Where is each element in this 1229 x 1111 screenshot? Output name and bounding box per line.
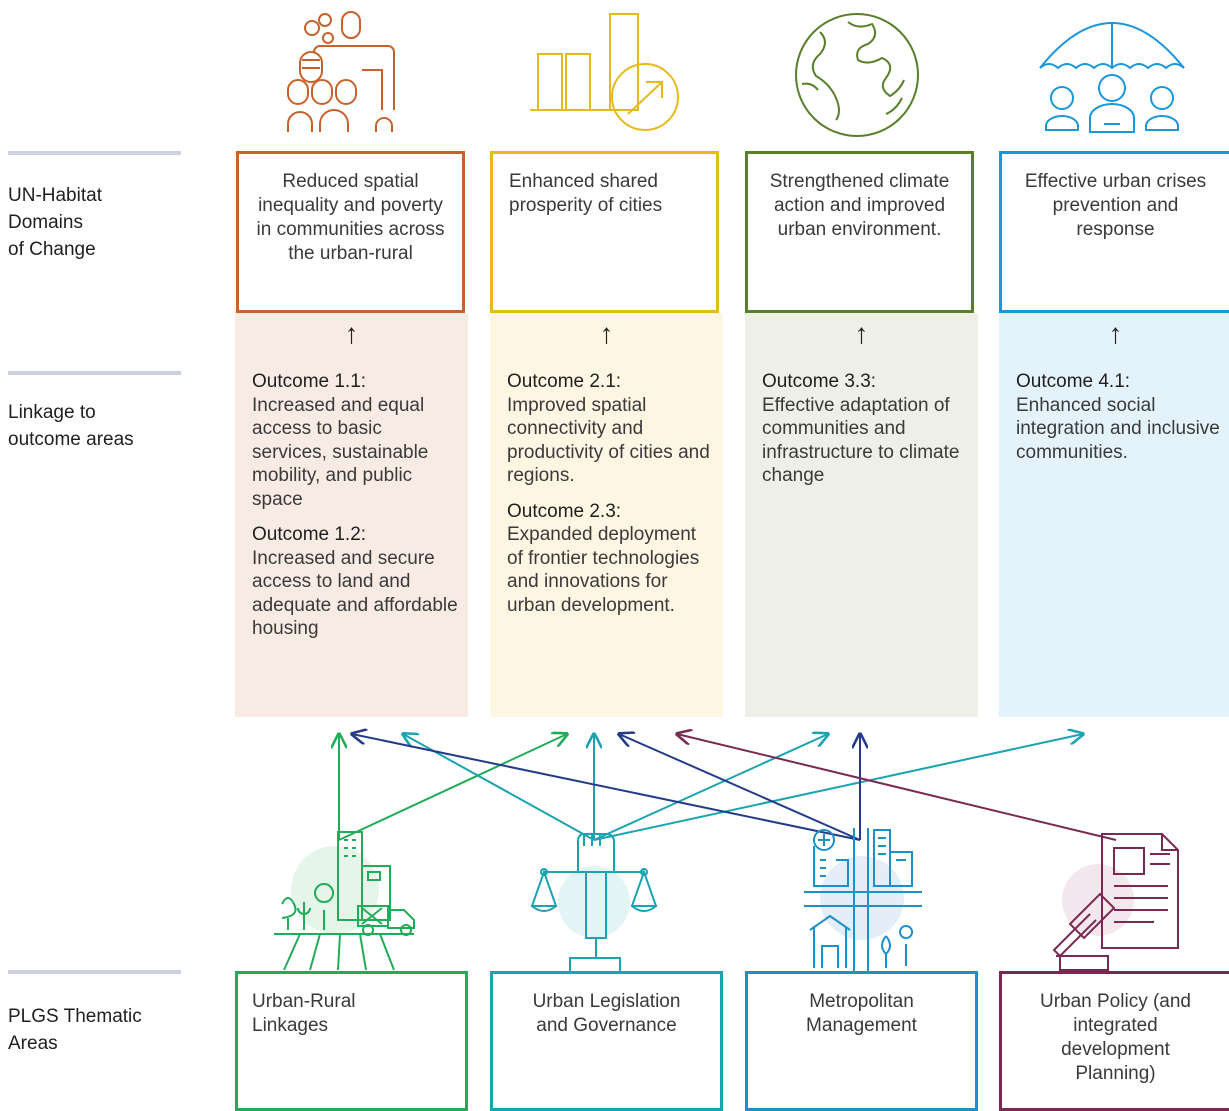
justice-scales-icon: [530, 833, 658, 973]
urban-rural-icon: [274, 831, 415, 971]
outcome-1-2: Outcome 1.2:Increased and secure access …: [252, 524, 458, 639]
policy-gavel-icon: [1052, 833, 1179, 971]
domains-side-label: UN-Habitat Domains of Change: [8, 185, 102, 260]
link-legislation-to-outcome4: [593, 734, 1083, 841]
link-metro-to-outcome2: [619, 734, 861, 841]
outcome-column-1: ↑ Outcome 1.1:Increased and equal access…: [235, 313, 468, 717]
thematic-label: Metropolitan Management: [806, 991, 917, 1036]
growth-chart-icon: [530, 13, 679, 131]
up-arrow-icon: ↑: [854, 318, 869, 349]
thematic-label: Urban Policy (and integrated development…: [1039, 991, 1192, 1084]
linkage-side-label: Linkage to outcome areas: [8, 402, 134, 450]
thematic-urban-policy: Urban Policy (and integrated development…: [999, 971, 1229, 1111]
outcome-2-3: Outcome 2.3:Expanded deployment of front…: [507, 500, 700, 616]
up-arrow-icon: ↑: [599, 318, 614, 349]
outcome-column-4: ↑ Outcome 4.1:Enhanced social integratio…: [999, 313, 1229, 717]
link-metro-to-outcome1: [352, 734, 861, 841]
up-arrow-icon: ↑: [1108, 318, 1123, 349]
outcome-4-1: Outcome 4.1:Enhanced social integration …: [1016, 371, 1220, 463]
outcome-2-1: Outcome 2.1:Improved spatial connectivit…: [507, 371, 710, 486]
link-urban-rural-to-outcome2: [338, 734, 567, 841]
thematic-legislation: Urban Legislation and Governance: [490, 971, 723, 1111]
up-arrow-icon: ↑: [344, 318, 359, 349]
outcome-column-2: ↑ Outcome 2.1:Improved spatial connectiv…: [490, 313, 723, 717]
umbrella-people-icon: [1039, 22, 1185, 133]
domain-box-3: Strengthened climate action and improved…: [745, 151, 974, 313]
divider-domains: [8, 151, 181, 155]
outcome-1-1: Outcome 1.1:Increased and equal access t…: [252, 371, 429, 510]
outcome-column-3: ↑ Outcome 3.3:Effective adaptation of co…: [745, 313, 978, 717]
community-icon: [287, 11, 395, 132]
divider-linkage: [8, 371, 181, 375]
domain-box-1: Reduced spatial inequality and poverty i…: [236, 151, 465, 313]
link-legislation-to-outcome3: [593, 734, 828, 841]
metropolitan-grid-icon: [804, 828, 922, 972]
plgs-side-label: PLGS Thematic Areas: [8, 1006, 142, 1054]
globe-icon: [795, 13, 919, 137]
domain-box-4: Effective urban crises prevention and re…: [999, 151, 1229, 313]
divider-plgs: [8, 970, 181, 974]
link-policy-to-outcome2: [677, 734, 1117, 841]
outcome-3-3: Outcome 3.3:Effective adaptation of comm…: [762, 371, 960, 486]
thematic-label: Urban Legislation and Governance: [532, 991, 681, 1036]
domain-box-2: Enhanced shared prosperity of cities: [490, 151, 719, 313]
thematic-metropolitan: Metropolitan Management: [745, 971, 978, 1111]
thematic-label: Urban-Rural Linkages: [252, 991, 356, 1036]
thematic-urban-rural: Urban-Rural Linkages: [235, 971, 468, 1111]
